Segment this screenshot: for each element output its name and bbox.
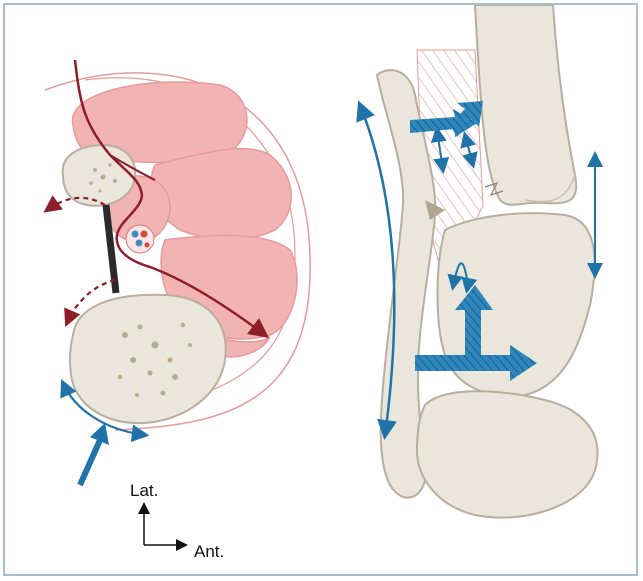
syndesmosis-diagram <box>360 5 598 518</box>
figure-artwork <box>5 5 638 576</box>
force-arrow <box>80 440 100 485</box>
cross-section-diagram <box>45 60 310 485</box>
orientation-arrows-icon <box>144 505 185 545</box>
tibia <box>475 5 576 205</box>
lateral-label: Lat. <box>130 481 158 501</box>
muscle-compartment <box>151 149 291 240</box>
tibia-section <box>70 295 226 423</box>
fibula-section <box>63 145 135 206</box>
calcaneus <box>417 391 598 517</box>
figure-frame: Lat. Ant. <box>3 3 638 576</box>
anterior-label: Ant. <box>194 542 224 562</box>
